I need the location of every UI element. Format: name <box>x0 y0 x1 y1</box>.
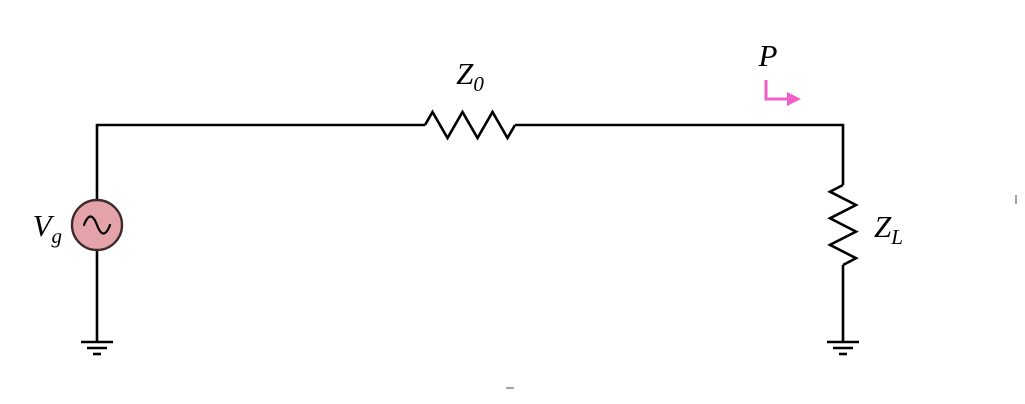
label-p: P <box>758 38 778 73</box>
ground-symbol-left <box>81 340 113 356</box>
label-z0: Z0 <box>456 56 484 96</box>
power-arrow-line <box>764 80 789 101</box>
label-zl-main: Z <box>874 209 892 244</box>
power-arrow-head-icon <box>787 92 801 106</box>
ground-symbol-right <box>827 340 859 356</box>
label-z0-sub: 0 <box>473 72 484 96</box>
resistor-zl <box>827 183 859 267</box>
label-zl-sub: L <box>890 225 903 249</box>
label-zl: ZL <box>874 209 903 249</box>
label-vg-main: V <box>33 208 55 243</box>
label-z0-main: Z <box>456 56 474 91</box>
resistor-z0 <box>423 109 517 141</box>
label-vg-sub: g <box>52 224 63 248</box>
label-vg: Vg <box>33 208 62 248</box>
wire-resistor-to-load <box>515 123 845 185</box>
sine-wave-icon <box>82 215 112 235</box>
wire-source-to-resistor <box>95 123 425 200</box>
power-flow-arrow <box>764 80 801 106</box>
